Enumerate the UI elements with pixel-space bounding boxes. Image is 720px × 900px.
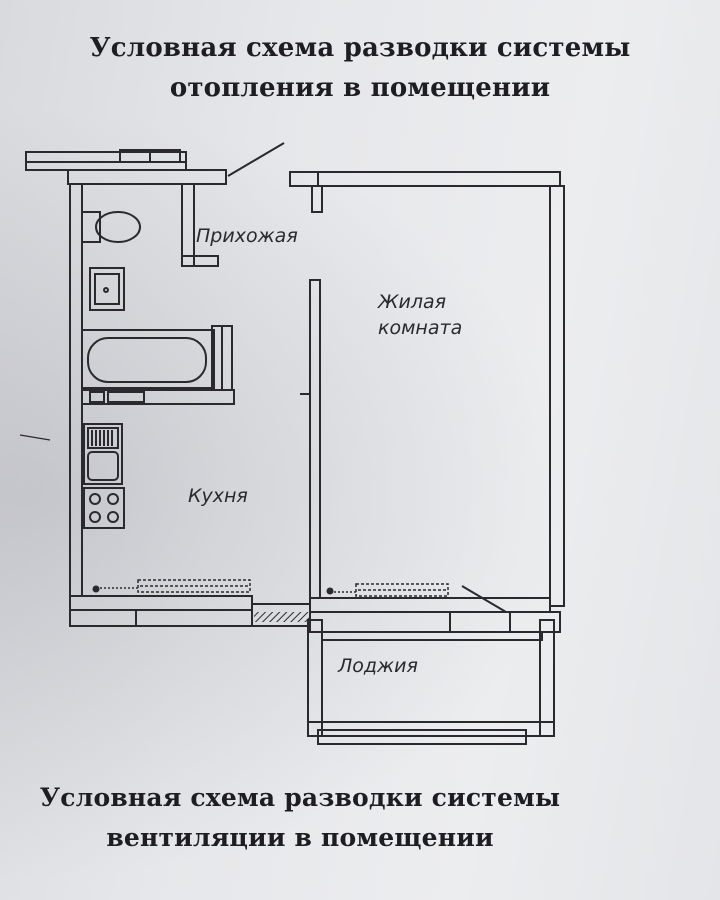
living-room-label-line2: комната xyxy=(378,317,462,339)
living-radiator xyxy=(330,583,449,597)
kitchen-label: Кухня xyxy=(188,485,248,507)
bathroom-partition xyxy=(81,389,235,405)
edge-mark xyxy=(19,434,51,441)
left-wall xyxy=(69,183,83,597)
riser-kitchen xyxy=(92,585,100,593)
heating-title-line1: Условная схема разводки системы xyxy=(89,33,631,63)
loggia-label: Лоджия xyxy=(337,655,418,677)
wall-hatch xyxy=(254,612,310,622)
washbasin xyxy=(89,267,125,311)
entrance-wall xyxy=(25,142,285,185)
toilet xyxy=(81,211,141,243)
hall-partition xyxy=(181,183,219,267)
kitchen-sink xyxy=(83,423,123,485)
riser-living xyxy=(326,587,334,595)
kitchen-radiator xyxy=(100,579,251,593)
heating-title-line2: отопления в помещении xyxy=(169,73,551,103)
living-top-wall xyxy=(289,171,561,213)
bathtub xyxy=(81,325,233,391)
living-room-label-line1: Жилая xyxy=(377,291,446,313)
ventilation-scheme-title: Условная схема разводки системы вентиляц… xyxy=(0,778,660,858)
heating-scheme-title: Условная схема разводки системы отоплени… xyxy=(0,28,720,108)
stove xyxy=(83,487,125,529)
hall-label: Прихожая xyxy=(196,225,298,247)
ventilation-title-line1: Условная схема разводки системы xyxy=(39,783,561,812)
bottom-wall xyxy=(69,585,561,633)
right-wall xyxy=(549,185,565,607)
central-partition xyxy=(300,279,321,599)
loggia-walls xyxy=(307,619,555,745)
ventilation-title-line2: вентиляции в помещении xyxy=(106,823,494,852)
